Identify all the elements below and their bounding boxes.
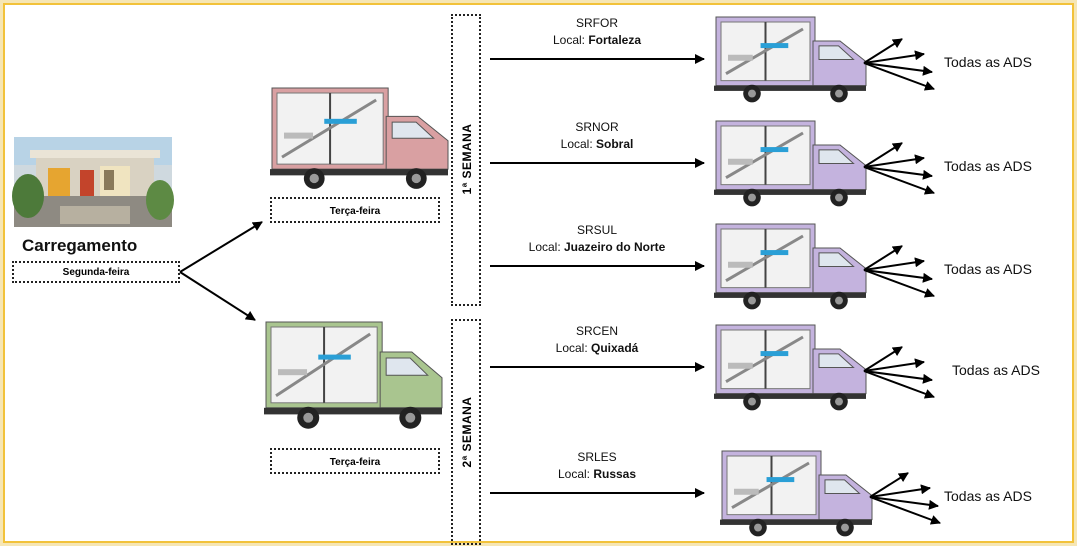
route-5-region: SRLES: [577, 450, 617, 464]
route-5-local-city: Russas: [593, 467, 637, 481]
week-label-2: 2ª SEMANA: [460, 396, 474, 468]
route-5-local-prefix: Local:: [557, 467, 594, 481]
route-2-destination: Todas as ADS: [944, 158, 1032, 174]
route-3-destination: Todas as ADS: [944, 261, 1032, 277]
loading-title: Carregamento: [22, 236, 138, 255]
route-2-local: Local: Sobral: [490, 136, 704, 153]
hub-truck-day-label-2: Terça-feira: [329, 457, 381, 468]
hub-truck-day-box-2: Terça-feira: [270, 448, 440, 474]
route-2-local-city: Sobral: [596, 137, 634, 151]
route-4-local-prefix: Local:: [555, 341, 591, 355]
loading-day-box: Segunda-feira: [12, 261, 180, 283]
route-2-local-prefix: Local:: [560, 137, 596, 151]
route-1-local-city: Fortaleza: [588, 33, 642, 47]
week-box-1: 1ª SEMANA: [451, 14, 481, 306]
route-4-destination: Todas as ADS: [952, 362, 1040, 378]
route-1-region: SRFOR: [576, 16, 618, 30]
week-box-2: 2ª SEMANA: [451, 319, 481, 545]
route-4-local: Local: Quixadá: [490, 340, 704, 357]
week-label-1: 1ª SEMANA: [460, 123, 474, 195]
route-5-label: SRLES Local: Russas: [490, 449, 704, 483]
loading-day-label: Segunda-feira: [62, 267, 130, 278]
route-5-local: Local: Russas: [490, 466, 704, 483]
route-2-label: SRNOR Local: Sobral: [490, 119, 704, 153]
route-1-local-prefix: Local:: [552, 33, 589, 47]
hub-truck-day-box-1: Terça-feira: [270, 197, 440, 223]
hub-truck-day-label-1: Terça-feira: [329, 206, 381, 217]
route-4-local-city: Quixadá: [591, 341, 639, 355]
route-3-local: Local: Juazeiro do Norte: [490, 239, 704, 256]
route-3-label: SRSUL Local: Juazeiro do Norte: [490, 222, 704, 256]
route-3-region: SRSUL: [576, 223, 617, 237]
route-3-local-city: Juazeiro do Norte: [564, 240, 666, 254]
route-4-region: SRCEN: [575, 324, 618, 338]
route-4-label: SRCEN Local: Quixadá: [490, 323, 704, 357]
route-2-region: SRNOR: [575, 120, 619, 134]
route-1-label: SRFOR Local: Fortaleza: [490, 15, 704, 49]
route-3-local-prefix: Local:: [528, 240, 564, 254]
route-1-local: Local: Fortaleza: [490, 32, 704, 49]
route-1-destination: Todas as ADS: [944, 54, 1032, 70]
route-5-destination: Todas as ADS: [944, 488, 1032, 504]
